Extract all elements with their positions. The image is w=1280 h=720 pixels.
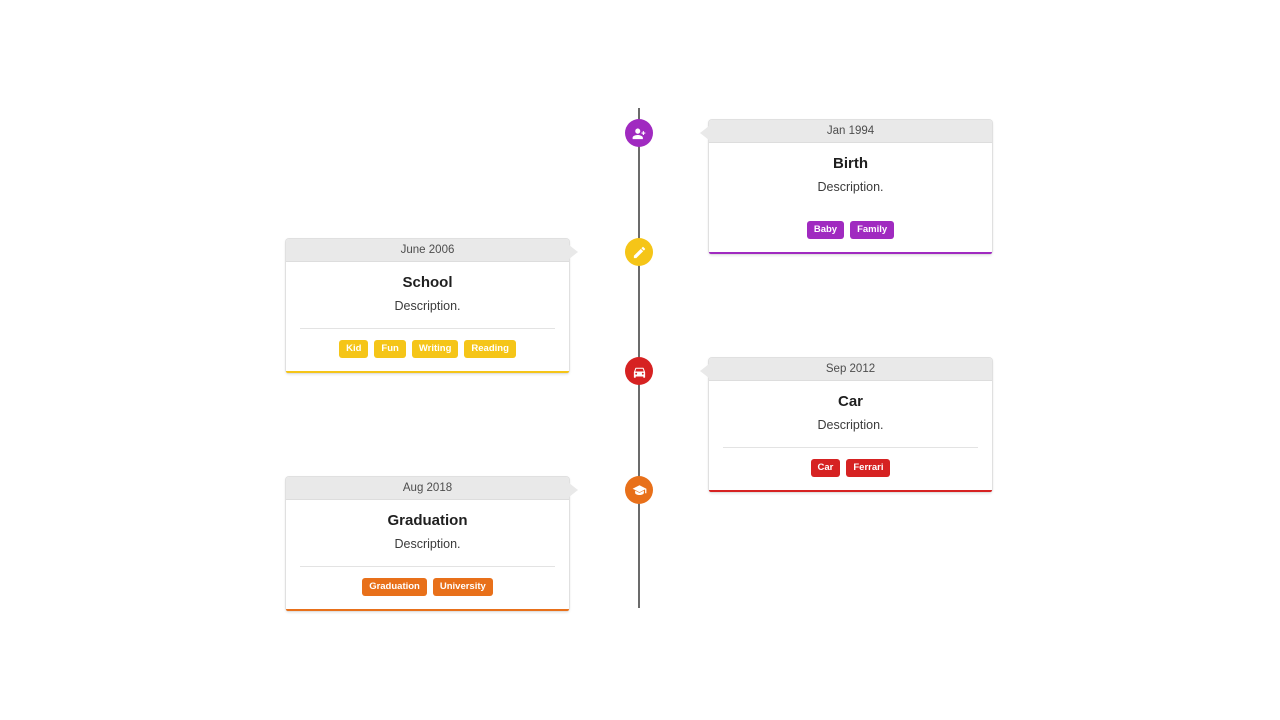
card-pointer-notch	[569, 483, 578, 497]
event-tag[interactable]: Reading	[464, 340, 516, 358]
event-accent-bar	[709, 489, 992, 492]
card-pointer-notch	[700, 364, 709, 378]
event-date-header: June 2006	[286, 239, 578, 262]
card-pointer-notch	[569, 245, 578, 259]
event-tag[interactable]: Car	[810, 459, 841, 477]
card-pointer-notch	[700, 126, 709, 140]
event-accent-bar	[286, 370, 569, 373]
pencil-icon	[632, 245, 647, 260]
user-plus-icon	[632, 126, 647, 141]
timeline-marker-school[interactable]	[625, 238, 653, 266]
timeline-marker-graduation[interactable]	[625, 476, 653, 504]
event-tag-list: Graduation University	[286, 567, 569, 609]
event-tag-list: Baby Family	[709, 210, 992, 252]
event-title: Car	[837, 393, 863, 410]
event-tag[interactable]: Writing	[411, 340, 459, 358]
event-tag[interactable]: Kid	[339, 340, 369, 358]
event-tag[interactable]: Baby	[806, 221, 845, 239]
event-description: Description.	[394, 537, 461, 551]
event-title: School	[402, 274, 453, 291]
timeline-marker-birth[interactable]	[625, 119, 653, 147]
event-title: Graduation	[387, 512, 468, 529]
graduation-cap-icon	[632, 483, 647, 498]
event-divider	[300, 328, 555, 330]
event-description: Description.	[394, 299, 461, 313]
event-divider	[723, 447, 978, 449]
event-description: Description.	[817, 418, 884, 432]
event-date-header: Sep 2012	[700, 358, 992, 381]
event-tag[interactable]: Graduation	[362, 578, 427, 596]
event-date-header: Jan 1994	[700, 120, 992, 143]
event-description: Description.	[817, 180, 884, 194]
event-date-header: Aug 2018	[286, 477, 578, 500]
event-tag[interactable]: Fun	[374, 340, 406, 358]
event-tag[interactable]: Ferrari	[846, 459, 891, 477]
event-tag-list: Car Ferrari	[709, 448, 992, 490]
event-tag[interactable]: University	[432, 578, 493, 596]
event-title: Birth	[833, 155, 868, 172]
car-icon	[632, 364, 647, 379]
event-tag[interactable]: Family	[850, 221, 895, 239]
event-accent-bar	[709, 251, 992, 254]
timeline-marker-car[interactable]	[625, 357, 653, 385]
event-tag-list: Kid Fun Writing Reading	[286, 329, 569, 371]
event-divider	[300, 566, 555, 568]
event-accent-bar	[286, 608, 569, 611]
